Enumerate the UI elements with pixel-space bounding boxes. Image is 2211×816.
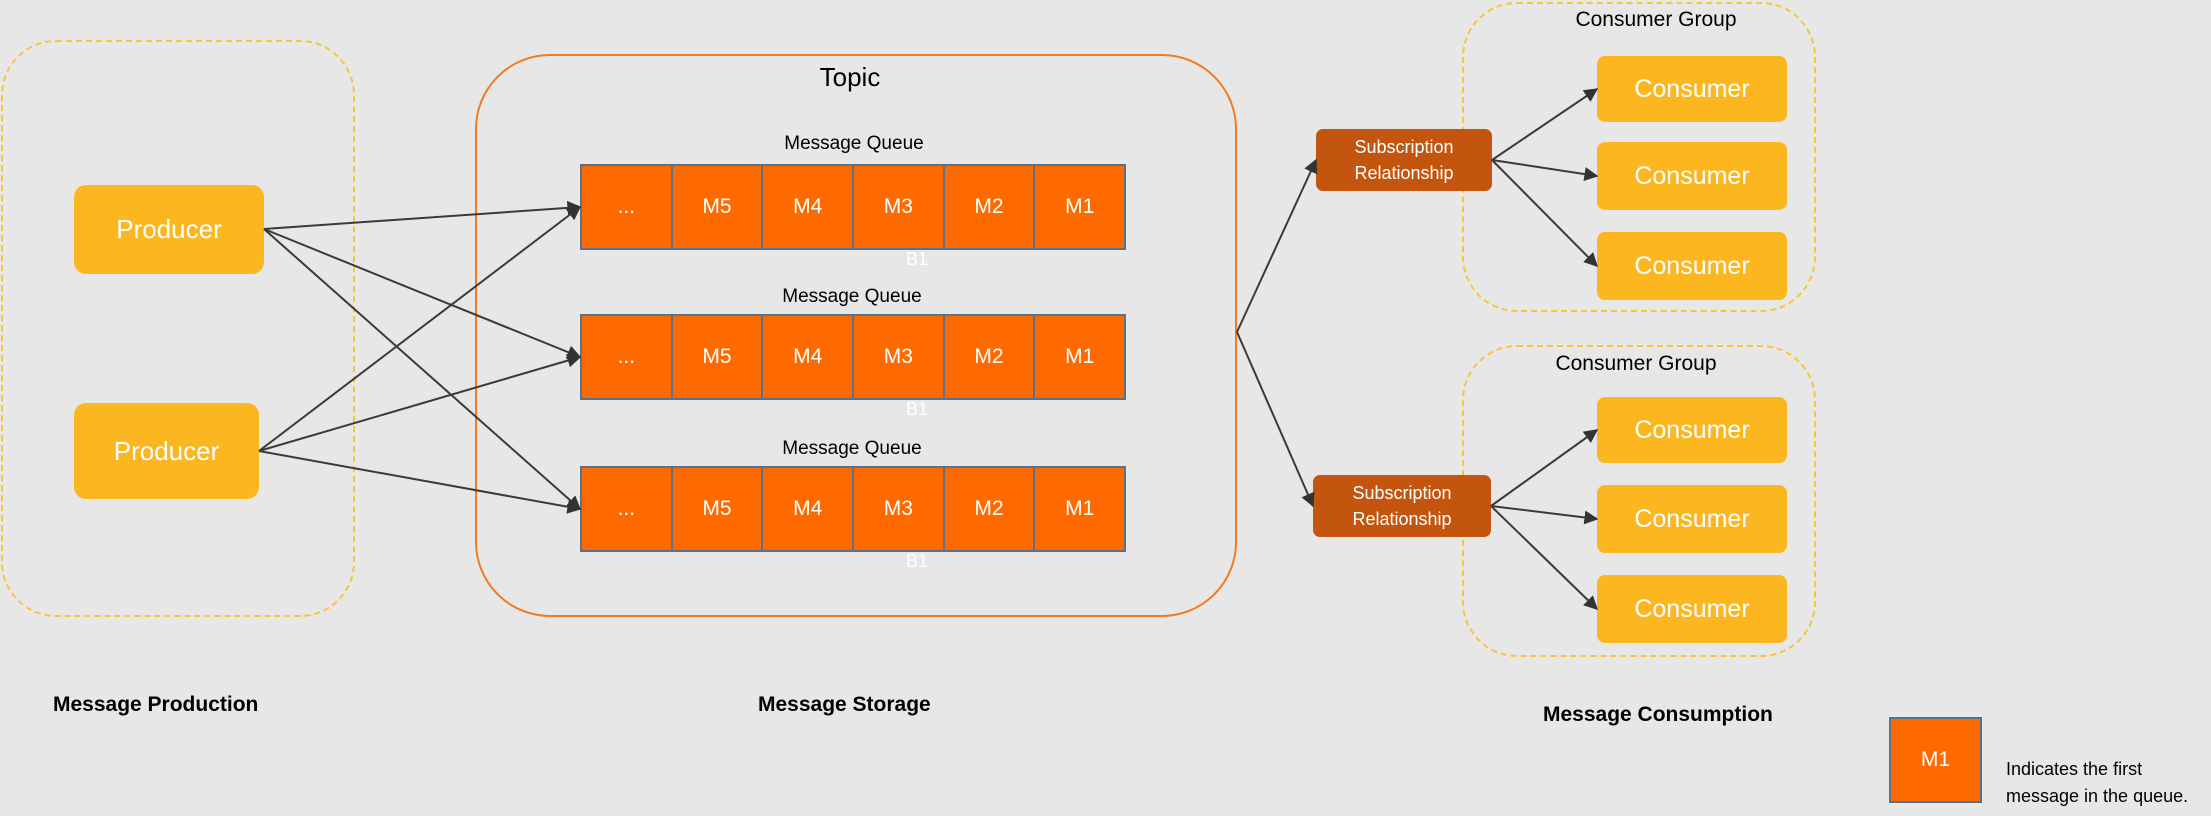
queue-marker-1: B1 [906,249,929,269]
legend-description: Indicates the first message in the queue… [2006,756,2211,810]
consumer-box-6[interactable]: Consumer [1597,575,1787,643]
section-label-production: Message Production [53,693,259,716]
queue-cell-m1: M1 [1065,497,1095,520]
legend-text-line1: Indicates the first [2006,759,2143,779]
queue-marker-3: B1 [906,551,929,571]
consumer-box-3[interactable]: Consumer [1597,232,1787,300]
arrow-producer2-queue1 [258,206,582,452]
queue-cell-m5: M5 [673,468,764,550]
arrow-subscription2-consumer5 [1490,505,1599,525]
topic-title: Topic [819,62,881,92]
subscription-relationship-2[interactable]: Subscription Relationship [1313,475,1491,537]
section-label-storage: Message Storage [758,693,931,716]
arrow-subscription1-consumer2 [1491,159,1599,182]
arrow-producer1-queue1 [263,200,582,230]
queue-cell-m3: M3 [854,468,945,550]
queue-cell-more: ... [582,166,673,248]
arrow-producer2-queue3 [258,450,582,514]
queue-label-3: Message Queue [782,438,922,459]
queue-cell-m5: M5 [673,316,764,398]
queue-cell-more: ... [582,316,673,398]
consumer-box-4[interactable]: Consumer [1597,397,1787,463]
arrow-subscription1-consumer3 [1491,159,1598,267]
queue-label-1: Message Queue [784,133,924,154]
queue-cell-m2: M2 [945,468,1036,550]
arrow-producer2-queue2 [258,353,582,452]
queue-cell-m5: M5 [673,166,764,248]
queue-cell-more: ... [582,468,673,550]
subscription-relationship-1[interactable]: Subscription Relationship [1316,129,1492,191]
producer-box-1[interactable]: Producer [74,185,264,274]
consumer-box-1[interactable]: Consumer [1597,56,1787,122]
subscription-label-line1: Subscription [1352,483,1452,503]
subscription-label-line2: Relationship [1352,509,1452,529]
consumer-box-2[interactable]: Consumer [1597,142,1787,210]
production-group-outline [1,40,355,617]
queue-cell-m3: M3 [854,316,945,398]
legend-m1-box: M1 [1889,717,1982,803]
consumer-group-title-1: Consumer Group [1575,8,1737,31]
queue-cell-m1: M1 [1065,195,1095,218]
message-queue-2[interactable]: ... M5 M4 M3 M2 M1 [580,314,1126,400]
producer-box-2[interactable]: Producer [74,403,259,499]
legend-text-line2: message in the queue. [2006,786,2189,806]
queue-cell-m4: M4 [763,468,855,550]
arrow-subscription1-consumer1 [1491,88,1599,161]
subscription-label-line1: Subscription [1354,137,1454,157]
arrow-subscription2-consumer6 [1490,505,1599,610]
consumer-group-title-2: Consumer Group [1555,352,1717,375]
arrow-producer1-queue3 [263,228,582,510]
subscription-label-line2: Relationship [1354,163,1454,183]
consumer-box-5[interactable]: Consumer [1597,485,1787,553]
arrow-producer1-queue2 [263,228,582,359]
queue-cell-m4: M4 [763,316,855,398]
queue-cell-m4: M4 [763,166,855,248]
topic-container [475,54,1237,617]
queue-marker-2: B1 [906,399,929,419]
queue-cell-m3: M3 [854,166,945,248]
section-label-consumption: Message Consumption [1543,703,1773,726]
arrow-topic-subscription2 [1236,331,1315,508]
queue-cell-m1: M1 [1065,345,1095,368]
message-queue-1[interactable]: ... M5 M4 M3 M2 M1 [580,164,1126,250]
message-queue-3[interactable]: ... M5 M4 M3 M2 M1 [580,466,1126,552]
queue-cell-m2: M2 [945,166,1036,248]
arrow-topic-subscription1 [1236,158,1318,333]
queue-label-2: Message Queue [782,286,922,307]
queue-cell-m2: M2 [945,316,1036,398]
arrow-subscription2-consumer4 [1490,429,1599,507]
